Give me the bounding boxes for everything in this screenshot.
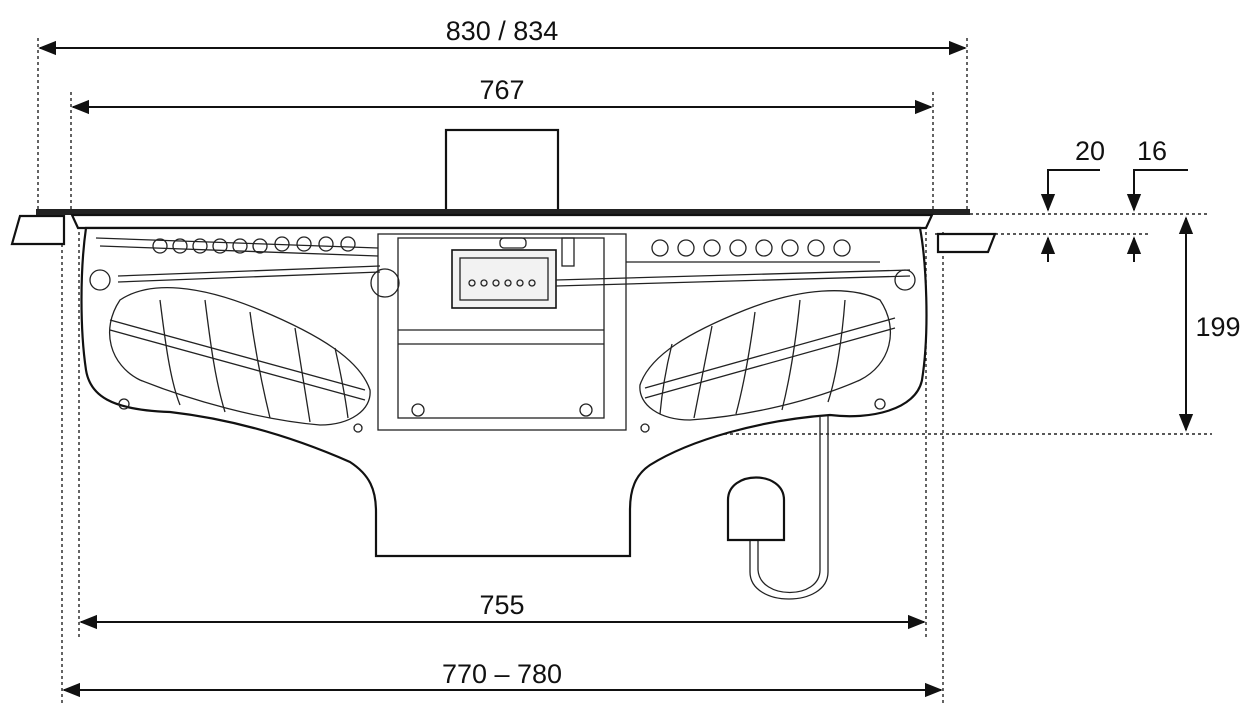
label-frame-thickness: 16: [1137, 136, 1167, 166]
cable-and-plug: [726, 416, 829, 600]
glass-plate: [36, 209, 970, 230]
coil-rings-left: [152, 236, 356, 254]
blower-left: [89, 268, 400, 426]
cooktop-housing: [80, 226, 928, 558]
label-plate-width: 767: [479, 75, 524, 105]
blower-right: [639, 269, 916, 421]
center-control-box: [353, 233, 650, 433]
label-body-height: 199: [1195, 312, 1240, 342]
rods: [95, 237, 911, 287]
worktop-left: [10, 214, 66, 246]
worktop-right: [936, 232, 997, 254]
dimension-frame-thickness: [1126, 169, 1188, 262]
coil-rings-right: [651, 239, 851, 257]
electronics-module: [451, 249, 557, 309]
plug-icon: [726, 476, 786, 542]
dimension-glass-thickness: [1040, 169, 1100, 262]
extension-lines: [37, 38, 1212, 705]
label-bottom-width: 755: [479, 590, 524, 620]
label-overall-top: 830 / 834: [446, 16, 559, 46]
top-chimney: [444, 128, 560, 214]
label-cutout-width: 770 – 780: [442, 659, 562, 689]
label-glass-thickness: 20: [1075, 136, 1105, 166]
